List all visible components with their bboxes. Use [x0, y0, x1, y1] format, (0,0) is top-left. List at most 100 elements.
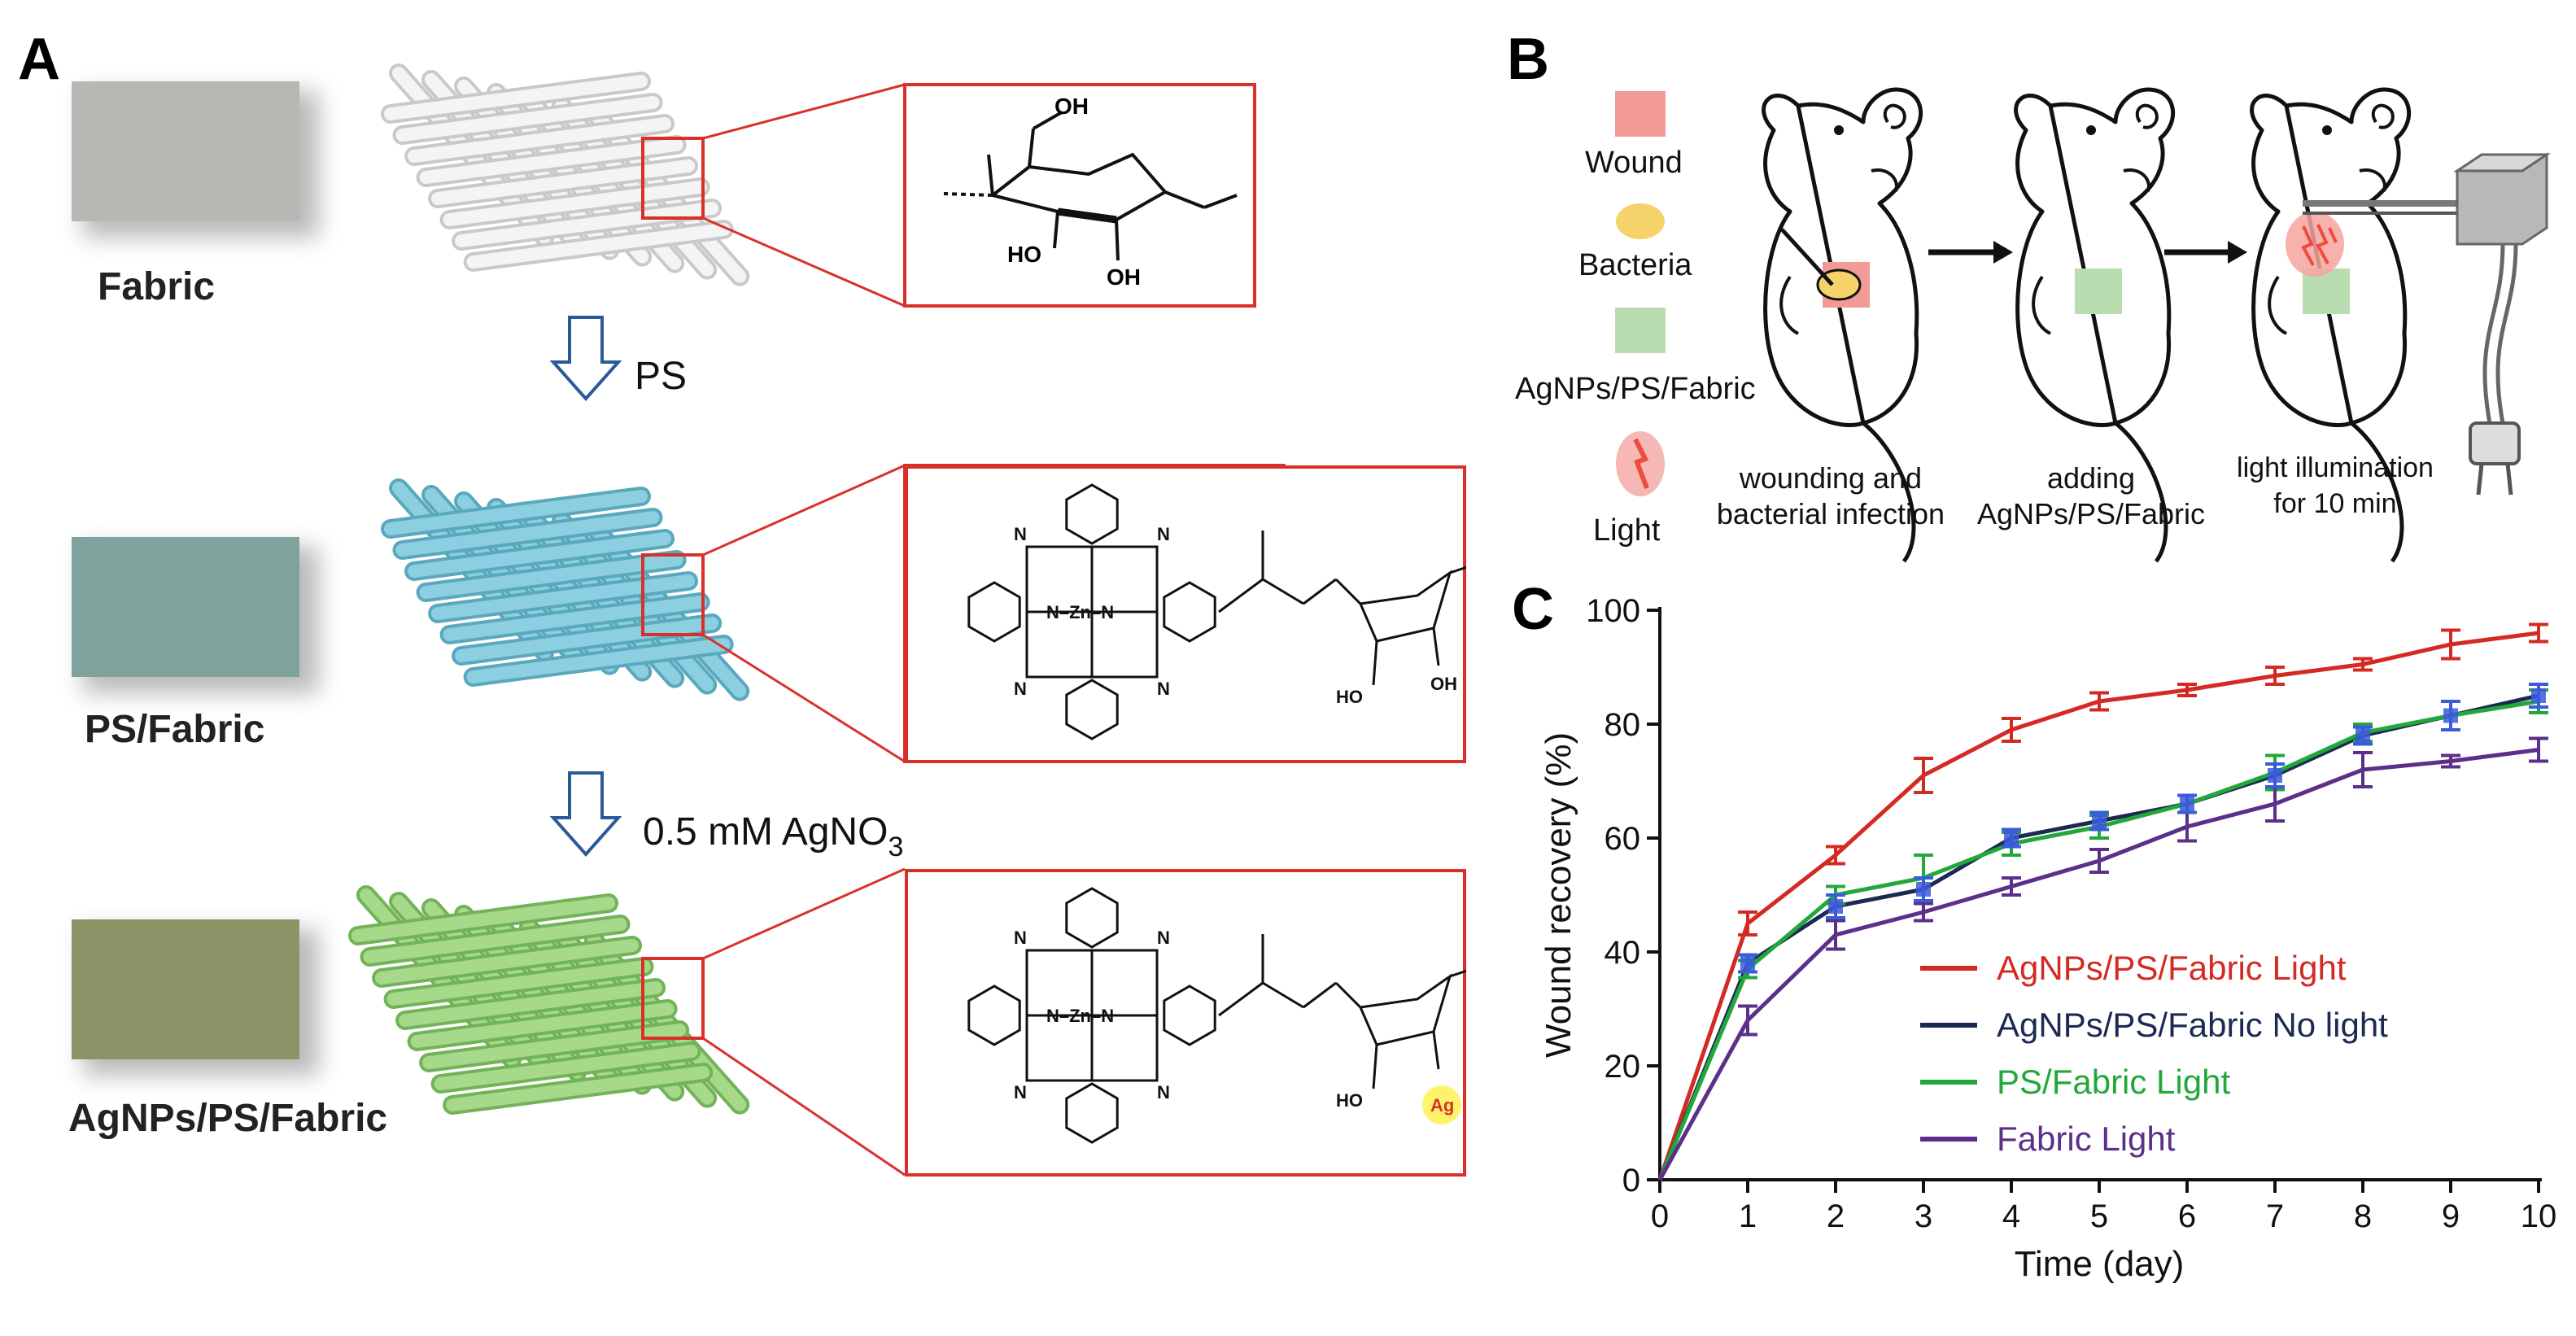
svg-text:N: N	[1157, 928, 1170, 948]
y-tick-label: 40	[1605, 935, 1641, 971]
x-tick-label: 3	[1915, 1198, 1932, 1234]
panel-b-letter: B	[1507, 27, 1549, 92]
ps-fabric-label: PS/Fabric	[85, 708, 264, 751]
bacteria-legend-label: Bacteria	[1578, 248, 1692, 282]
legend-label: AgNPs/PS/Fabric Light	[1997, 949, 2347, 987]
zinc-phthalocyanine-ag-structure: N N N N N–Zn–N HO Ag	[967, 887, 1466, 1144]
agnps-fabric-weave-icon	[348, 885, 750, 1115]
svg-text:N: N	[1014, 1082, 1027, 1102]
data-point	[2268, 768, 2282, 783]
fabric-sample-row: Fabric OH HO OH	[72, 63, 1256, 308]
step1-caption-line2: bacterial infection	[1717, 497, 1945, 530]
data-point	[2356, 728, 2370, 743]
x-tick-label: 8	[2354, 1198, 2372, 1234]
step-arrow-agno3: 0.5 mM AgNO3	[549, 771, 903, 862]
y-tick-label: 60	[1605, 821, 1641, 857]
ho-label: HO	[1007, 242, 1041, 267]
light-beam-icon	[2286, 212, 2344, 277]
fabric-swatch	[72, 81, 299, 221]
agnps-fabric-label: AgNPs/PS/Fabric	[68, 1097, 387, 1140]
fabric-patch	[2075, 269, 2122, 314]
data-point	[1916, 882, 1931, 897]
series-line	[1657, 699, 2539, 1181]
legend-label: AgNPs/PS/Fabric No light	[1997, 1006, 2388, 1044]
oh-label: OH	[1107, 264, 1141, 290]
oh-label: OH	[1054, 94, 1089, 119]
series-markers	[1738, 683, 2548, 974]
y-tick-label: 100	[1586, 593, 1640, 629]
x-tick-label: 6	[2178, 1198, 2196, 1234]
step3-caption-line1: light illumination	[2237, 452, 2434, 483]
wound-legend-swatch	[1615, 91, 1666, 137]
mouse-adding-fabric-illustration	[2014, 87, 2175, 563]
y-axis-title: Wound recovery (%)	[1539, 732, 1578, 1058]
light-source-device	[2303, 152, 2551, 496]
svg-text:N: N	[1157, 1082, 1170, 1102]
zinc-phthalocyanine-structure: N N N N N–Zn–N HO OH	[967, 483, 1466, 740]
series-line	[1657, 693, 2539, 1181]
y-tick-label: 0	[1622, 1163, 1640, 1198]
data-point	[2443, 708, 2458, 723]
x-axis-title: Time (day)	[2015, 1244, 2185, 1284]
data-point	[2092, 814, 2107, 828]
legend-label: Fabric Light	[1997, 1120, 2176, 1158]
step-arrow-ps: PS	[549, 316, 687, 402]
svg-text:N: N	[1157, 524, 1170, 544]
cellulose-structure	[943, 111, 1238, 261]
data-point	[2531, 688, 2546, 703]
ps-step-label: PS	[635, 355, 687, 398]
y-tick-label: 20	[1605, 1049, 1641, 1085]
step1-caption-line1: wounding and	[1739, 461, 1922, 495]
agno3-step-label: 0.5 mM AgNO3	[643, 810, 903, 862]
svg-text:N: N	[1014, 524, 1027, 544]
x-tick-label: 1	[1739, 1198, 1757, 1234]
fabric-label: Fabric	[98, 265, 215, 308]
process-arrow	[1928, 241, 2013, 264]
x-tick-label: 2	[1827, 1198, 1845, 1234]
svg-text:N: N	[1157, 679, 1170, 699]
panel-b-figure: Wound Bacteria AgNPs/PS/Fabric Light	[1515, 87, 2551, 563]
agnps-legend-swatch	[1615, 308, 1666, 353]
light-legend-label: Light	[1593, 513, 1661, 548]
data-point	[2180, 797, 2194, 811]
fabric-weave-icon	[381, 63, 750, 286]
ps-structure-box: N N N N N–Zn–N HO OH	[905, 465, 1466, 763]
series-agnps-ps-fabric-light	[1657, 622, 2548, 1181]
agnps-fabric-sample-row: AgNPs/PS/Fabric	[68, 867, 906, 1177]
wound-legend-label: Wound	[1585, 146, 1683, 180]
x-tick-label: 9	[2442, 1198, 2460, 1234]
step2-caption-line2: AgNPs/PS/Fabric	[1977, 497, 2205, 530]
bacteria-legend-icon	[1616, 203, 1665, 239]
svg-text:Ag: Ag	[1430, 1095, 1454, 1116]
svg-text:N–Zn–N: N–Zn–N	[1046, 602, 1114, 622]
svg-text:HO: HO	[1336, 687, 1363, 707]
mouse-wounding-illustration	[1762, 87, 1923, 563]
x-tick-label: 10	[2521, 1198, 2557, 1234]
svg-text:OH: OH	[1430, 674, 1457, 694]
panel-a-letter: A	[18, 27, 60, 92]
data-point	[2004, 831, 2019, 845]
step3-caption-line2: for 10 min	[2273, 488, 2396, 519]
agnps-structure-box: N N N N N–Zn–N HO Ag	[905, 869, 1466, 1177]
svg-text:N: N	[1014, 679, 1027, 699]
svg-text:HO: HO	[1336, 1090, 1363, 1111]
light-legend-icon	[1616, 431, 1665, 496]
agnps-fabric-swatch	[72, 919, 299, 1059]
y-tick-label: 80	[1605, 707, 1641, 743]
ps-fabric-weave-icon	[381, 478, 750, 701]
data-point	[1828, 899, 1843, 914]
mouse-light-illumination-illustration	[2250, 87, 2411, 563]
panel-c-letter: C	[1512, 577, 1554, 642]
ps-fabric-swatch	[72, 537, 299, 677]
x-tick-label: 7	[2266, 1198, 2284, 1234]
legend-label: PS/Fabric Light	[1997, 1063, 2230, 1101]
x-tick-label: 0	[1651, 1198, 1669, 1234]
svg-text:N: N	[1014, 928, 1027, 948]
svg-text:N–Zn–N: N–Zn–N	[1046, 1006, 1114, 1026]
step2-caption-line1: adding	[2047, 461, 2135, 495]
data-point	[1740, 956, 1755, 971]
x-tick-label: 4	[2002, 1198, 2020, 1234]
process-arrow	[2164, 241, 2247, 264]
agnps-legend-label: AgNPs/PS/Fabric	[1515, 372, 1756, 406]
